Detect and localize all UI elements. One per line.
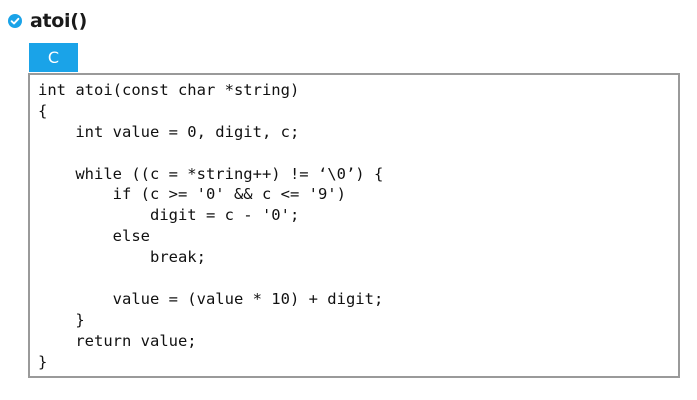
code-line: if (c >= '0' && c <= '9') [38, 185, 346, 204]
code-line: else [38, 227, 150, 246]
code-line: break; [38, 248, 206, 267]
code-line: digit = c - '0'; [38, 206, 300, 225]
code-line: return value; [38, 331, 197, 350]
check-circle-icon [8, 14, 22, 28]
code-block: int atoi(const char *string) { int value … [28, 73, 680, 378]
tab-c[interactable]: C [29, 43, 78, 72]
code-line [38, 268, 383, 289]
code-line: while ((c = *string++) != ‘\0’) { [38, 164, 384, 183]
code-text: int atoi(const char *string) { int value … [38, 80, 383, 372]
code-line: int value = 0, digit, c; [38, 122, 300, 141]
code-line: value = (value * 10) + digit; [38, 289, 384, 308]
code-line: { [38, 101, 48, 120]
section-heading: atoi() [8, 8, 87, 34]
section-title: atoi() [30, 10, 88, 32]
code-line: } [38, 310, 85, 329]
code-line: int atoi(const char *string) [38, 81, 300, 99]
code-line [38, 143, 383, 164]
code-line: } [38, 352, 48, 371]
